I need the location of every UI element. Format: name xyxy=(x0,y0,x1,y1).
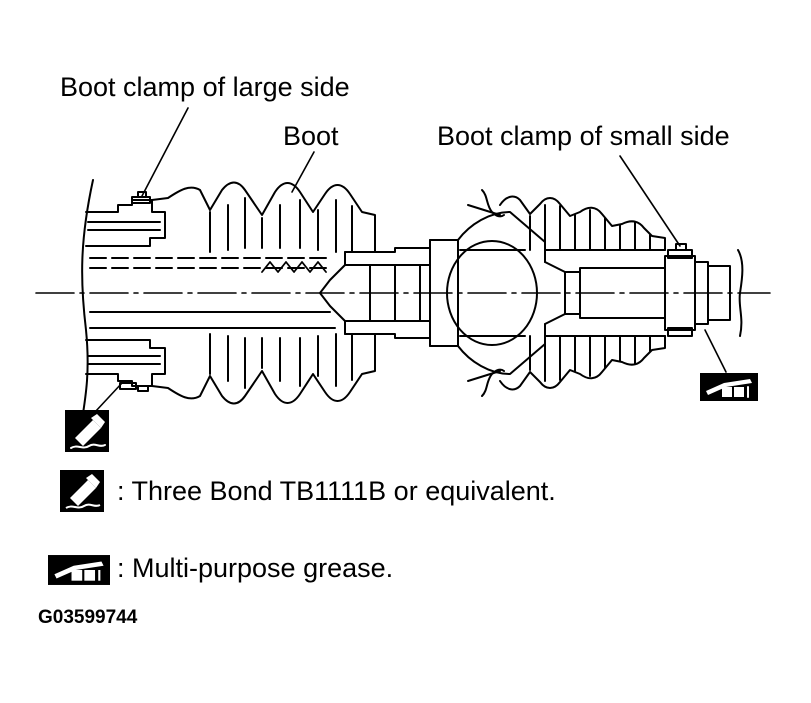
label-boot-clamp-small-side: Boot clamp of small side xyxy=(437,121,730,151)
label-boot-clamp-large-side: Boot clamp of large side xyxy=(60,72,350,102)
leader-boot-clamp-large xyxy=(141,107,189,197)
left-joint-housing xyxy=(85,199,336,387)
legend-grease-gun-icon xyxy=(48,555,110,585)
grease-gun-icon xyxy=(700,373,758,401)
left-break-line xyxy=(81,179,94,421)
boot-clamp-small-side xyxy=(667,243,693,337)
boot-small xyxy=(499,195,666,391)
leader-boot xyxy=(291,151,315,193)
figure-code: G03599744 xyxy=(38,607,138,628)
legend-grease-text: : Multi-purpose grease. xyxy=(117,553,394,583)
legend-sealant-tube-icon xyxy=(60,470,104,512)
label-boot: Boot xyxy=(283,121,339,151)
intermediate-shaft xyxy=(319,251,431,335)
leader-grease xyxy=(704,329,727,373)
right-shaft xyxy=(544,249,744,337)
boot-large xyxy=(151,181,431,405)
sealant-tube-icon xyxy=(65,410,109,452)
right-joint xyxy=(429,189,546,397)
leader-boot-clamp-small xyxy=(619,155,681,247)
leader-sealant xyxy=(94,382,123,413)
legend-sealant-text: : Three Bond TB1111B or equivalent. xyxy=(117,476,556,506)
